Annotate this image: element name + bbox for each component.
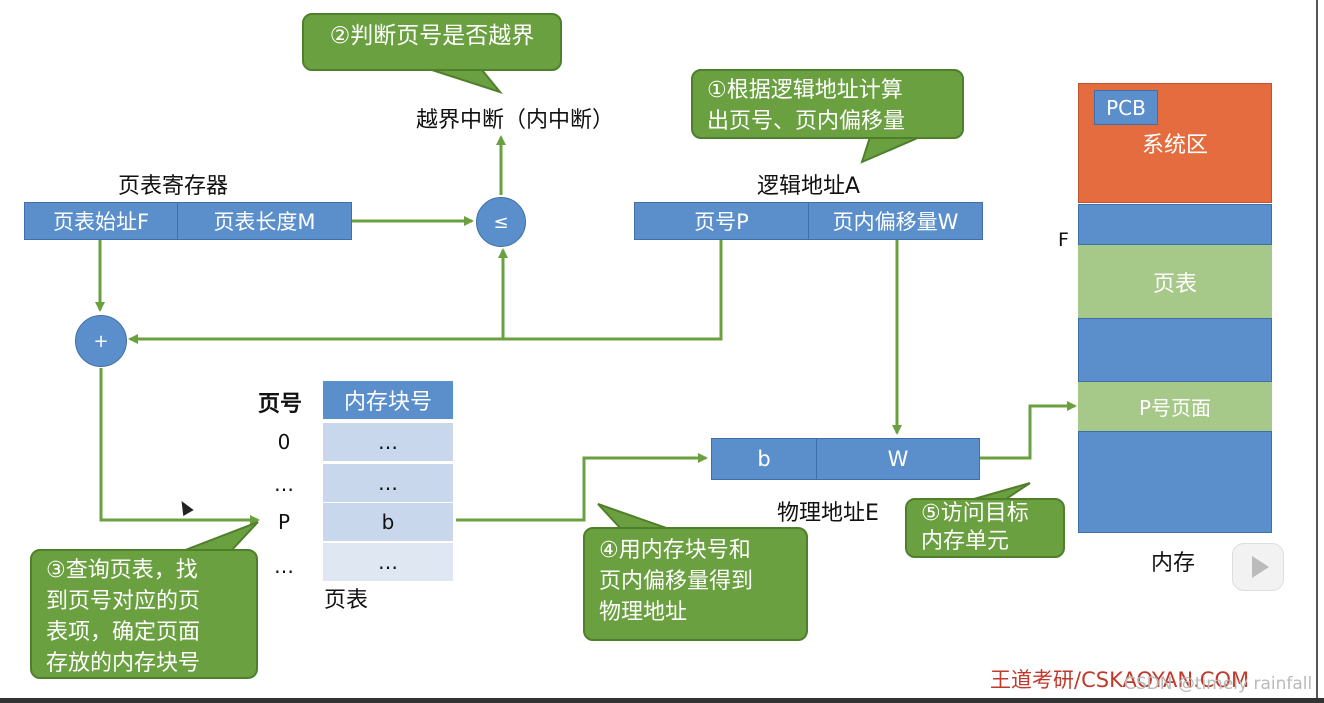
page-table-row-1-block: … [323,464,453,502]
logical-offset-text: 页内偏移量W [832,210,959,234]
logical-page-cell: 页号P [634,202,809,240]
csdn-watermark: CSDN @timely rainfall [1124,674,1313,694]
callout-step3-line2: 到页号对应的页 [46,589,201,614]
add-node: + [75,315,127,367]
page-table-row-3-page: … [274,554,294,578]
page-table-row-2-block: b [323,503,453,541]
physical-block-text: b [757,447,771,471]
physical-offset-text: W [887,447,909,471]
bottom-strip [0,698,1324,703]
callout-tail-step1 [860,136,921,164]
memory-pcb: PCB [1094,90,1158,125]
arrow-block-to-physical [456,453,708,522]
compare-symbol: ≤ [493,211,509,233]
callout-step1: ①根据逻辑地址计算 出页号、页内偏移量 [691,69,964,139]
callout-step4-line3: 物理地址 [599,600,688,625]
callout-step5-line1: ⑤访问目标 [921,501,1029,526]
callout-step3-line4: 存放的内存块号 [46,651,201,676]
add-symbol: + [93,330,109,352]
arrow-add-to-entry [99,368,260,525]
page-table-row-1-page: … [274,472,294,496]
callout-step1-line2: 出页号、页内偏移量 [707,109,906,134]
page-table-col-block: 内存块号 [323,381,453,419]
memory-pcb-text: PCB [1106,95,1146,120]
right-border-line [1316,0,1318,703]
callout-step4-line1: ④用内存块号和 [599,538,751,563]
page-table-col-page: 页号 [258,392,303,417]
memory-page-table: 页表 [1078,245,1272,318]
page-table-row-2-page: P [277,510,291,534]
memory-F-marker: F [1058,229,1069,251]
memory-title: 内存 [1151,551,1196,576]
callout-step5: ⑤访问目标 内存单元 [905,498,1065,558]
physical-address-title: 物理地址E [777,501,879,526]
compare-node: ≤ [476,197,526,247]
memory-block-1 [1078,204,1272,245]
page-table-length-text: 页表长度M [213,210,316,234]
callout-step4: ④用内存块号和 页内偏移量得到 物理地址 [583,527,808,641]
callout-step3: ③查询页表，找 到页号对应的页 表项，确定页面 存放的内存块号 [30,549,258,679]
play-button[interactable] [1232,543,1284,591]
callout-tail-step2 [431,69,503,94]
memory-block-2 [1078,318,1272,382]
overflow-interrupt-label: 越界中断（内中断） [416,108,615,133]
memory-block-3 [1078,431,1272,533]
memory-page-table-text: 页表 [1152,271,1197,297]
callout-step3-line1: ③查询页表，找 [46,558,198,583]
logical-address-title: 逻辑地址A [757,174,861,199]
logical-page-text: 页号P [694,210,749,234]
callout-step1-line1: ①根据逻辑地址计算 [707,78,903,103]
memory-page-p: P号页面 [1078,382,1272,431]
page-table-start-cell: 页表始址F [24,202,178,240]
page-table-title: 页表 [324,588,369,613]
memory-page-p-text: P号页面 [1138,396,1212,420]
page-table-col-block-text: 内存块号 [343,390,432,415]
physical-block-cell: b [711,438,817,480]
page-table-row-3-block: … [323,543,453,581]
page-table-register-title: 页表寄存器 [118,174,229,199]
callout-step5-line2: 内存单元 [921,529,1010,554]
callout-tail-step3 [179,521,259,553]
page-table-row-0-block: … [323,423,453,461]
arrow-pageno-to-add [128,240,723,344]
page-table-length-cell: 页表长度M [177,202,352,240]
callout-step3-line3: 表项，确定页面 [46,620,201,645]
brand-watermark: 王道考研/CSKAOYAN.COM [990,668,1250,692]
callout-step2: ②判断页号是否越界 [302,13,562,71]
logical-offset-cell: 页内偏移量W [808,202,983,240]
page-table-row-0-page: 0 [277,430,291,454]
arrow-physical-to-memory [980,401,1077,460]
callout-step2-text: ②判断页号是否越界 [329,23,535,49]
memory-system-area-text: 系统区 [1141,133,1208,158]
physical-offset-cell: W [816,438,980,480]
page-table-start-text: 页表始址F [52,210,150,234]
play-icon [1251,556,1269,578]
callout-step4-line2: 页内偏移量得到 [599,569,754,594]
